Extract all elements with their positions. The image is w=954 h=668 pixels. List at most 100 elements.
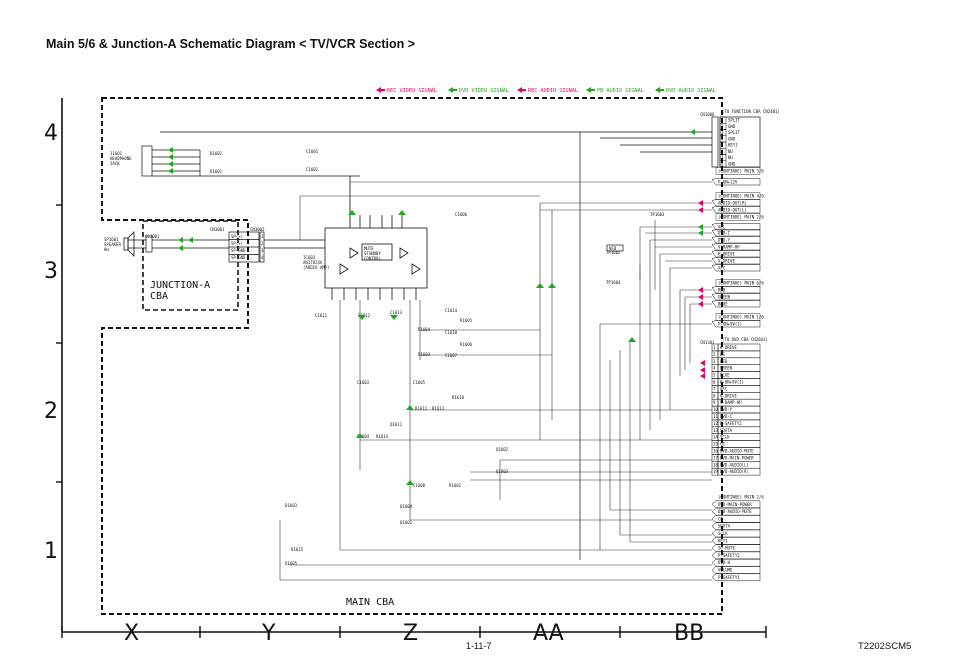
svg-text:SP(+): SP(+) xyxy=(231,234,243,239)
continue-header: (CONTINUE) MAIN 6/6 xyxy=(715,279,764,287)
cn3001-label: CN3001 xyxy=(210,227,225,232)
continue-header: (CONTINUE) MAIN 2/6 xyxy=(718,495,764,500)
svg-text:DVD VIDEO SIGNAL: DVD VIDEO SIGNAL xyxy=(459,88,509,94)
svg-text:(CONTINUE) MAIN 1/6: (CONTINUE) MAIN 1/6 xyxy=(718,315,764,320)
dvd-pin-label: P-SAFETY2 xyxy=(720,421,742,426)
svg-text:6: 6 xyxy=(713,380,716,385)
signal-label: GREEN xyxy=(711,293,761,301)
dvd-pin-label: V-RAMP-HP xyxy=(720,400,742,405)
svg-text:5: 5 xyxy=(713,373,716,378)
svg-text:TP1602: TP1602 xyxy=(606,250,621,255)
dvd-pin-label: H-DRIVE xyxy=(720,345,737,350)
svg-text:HEADPHONE: HEADPHONE xyxy=(110,156,132,161)
dvd-pin-label: DVD-AUDIO-MUTE xyxy=(720,449,754,454)
svg-text:Q1604: Q1604 xyxy=(400,504,413,509)
signal-label: SP-MUTE xyxy=(711,544,761,552)
signal-arrows xyxy=(168,129,705,485)
svg-text:14: 14 xyxy=(713,435,718,440)
svg-text:C1603: C1603 xyxy=(357,380,370,385)
signal-legend: REC VIDEO SIGNAL DVD VIDEO SIGNAL REC AU… xyxy=(376,87,716,94)
main-cba-boundary xyxy=(101,97,723,615)
svg-text:R1611: R1611 xyxy=(415,406,428,411)
function-connector xyxy=(160,116,761,560)
function-connector-header: (TO FUNCTION CBA CN2401) xyxy=(722,109,780,114)
legend-dvd-audio: DVD AUDIO SIGNAL xyxy=(655,87,716,94)
function-pin-label: SPLIT xyxy=(728,118,741,123)
ic603-standby: STANDBY xyxy=(364,251,381,256)
wiring xyxy=(279,181,712,581)
svg-text:(CONTINUE) MAIN 6/6: (CONTINUE) MAIN 6/6 xyxy=(718,281,764,286)
svg-text:1: 1 xyxy=(713,345,716,350)
svg-text:C1610: C1610 xyxy=(445,330,458,335)
grid-row-4: 4 xyxy=(44,121,58,146)
svg-text:RED: RED xyxy=(718,288,726,293)
signal-label: BLUE xyxy=(711,300,761,308)
svg-text:4: 4 xyxy=(261,255,264,260)
svg-text:CL3001: CL3001 xyxy=(145,234,160,239)
nfb-marker: NFB xyxy=(609,246,617,251)
svg-text:REC AUDIO SIGNAL: REC AUDIO SIGNAL xyxy=(528,88,578,94)
ic603-mute: MUTE xyxy=(364,246,374,251)
signal-label: V-DRIVE xyxy=(711,257,761,265)
grid-row-3: 3 xyxy=(44,259,58,284)
function-pin-label: NU xyxy=(728,155,733,160)
document-code: T2202SCM5 xyxy=(858,641,912,652)
svg-text:DVD-H: DVD-H xyxy=(718,560,731,565)
speaker-label: SP1601 xyxy=(104,237,119,242)
function-pin-label: GND xyxy=(728,161,736,166)
svg-text:SCLK: SCLK xyxy=(718,531,728,536)
svg-text:17: 17 xyxy=(713,455,718,460)
svg-text:H-DRIVE: H-DRIVE xyxy=(718,252,735,257)
svg-text:SDATA: SDATA xyxy=(718,524,731,529)
signal-label: V-RAMP-HP xyxy=(711,243,761,251)
svg-text:C1611: C1611 xyxy=(315,313,328,318)
svg-text:15: 15 xyxy=(713,442,718,447)
svg-text:R1603: R1603 xyxy=(418,352,431,357)
grid-col-y: Y xyxy=(261,621,276,646)
svg-text:Q1611: Q1611 xyxy=(390,422,403,427)
svg-text:P-SAFETY1: P-SAFETY1 xyxy=(718,575,740,580)
svg-text:D1605: D1605 xyxy=(285,561,298,566)
svg-text:AFC: AFC xyxy=(718,266,726,271)
svg-text:Q1603: Q1603 xyxy=(496,469,509,474)
continue-header: (CONTINUE) MAIN 3/6 xyxy=(715,167,764,175)
speaker-symbol xyxy=(123,231,146,257)
svg-text:SP-MUTE: SP-MUTE xyxy=(718,546,735,551)
svg-text:R1615: R1615 xyxy=(291,547,304,552)
svg-text:16: 16 xyxy=(713,449,718,454)
svg-text:BLUE: BLUE xyxy=(718,302,728,307)
svg-text:SP-GND: SP-GND xyxy=(231,248,246,253)
svg-text:(CONTINUE) MAIN 2/6: (CONTINUE) MAIN 2/6 xyxy=(718,495,764,500)
continue-header: (CONTINUE) MAIN 1/6 xyxy=(715,313,764,321)
grid-frame xyxy=(56,98,767,638)
signal-label: CE xyxy=(711,515,761,523)
grid-col-x: X xyxy=(124,621,139,646)
svg-text:DVD AUDIO SIGNAL: DVD AUDIO SIGNAL xyxy=(666,88,716,94)
svg-text:TP1603: TP1603 xyxy=(650,212,665,217)
grid-row-labels: 4 3 2 1 xyxy=(44,121,58,564)
svg-text:DVD-MAIN-POWER: DVD-MAIN-POWER xyxy=(718,502,752,507)
dvd-pin-label: V-DRIVE xyxy=(720,393,737,398)
dvd-pin-label: SCLK xyxy=(720,435,730,440)
dvd-pin-label: DVD-MAIN-POWER xyxy=(720,455,754,460)
grid-col-bb: BB xyxy=(674,621,704,646)
main-cba-label: MAIN CBA xyxy=(346,597,394,608)
continue-header: (CONTINUE) MAIN 2/6 xyxy=(715,213,764,221)
svg-text:GREEN: GREEN xyxy=(718,295,731,300)
svg-text:P-SAFETY2: P-SAFETY2 xyxy=(718,553,740,558)
grid-row-2: 2 xyxy=(44,399,58,424)
side-signal-labels: (CONTINUE) MAIN 3/6P-ON+12V(CONTINUE) MA… xyxy=(711,167,764,328)
